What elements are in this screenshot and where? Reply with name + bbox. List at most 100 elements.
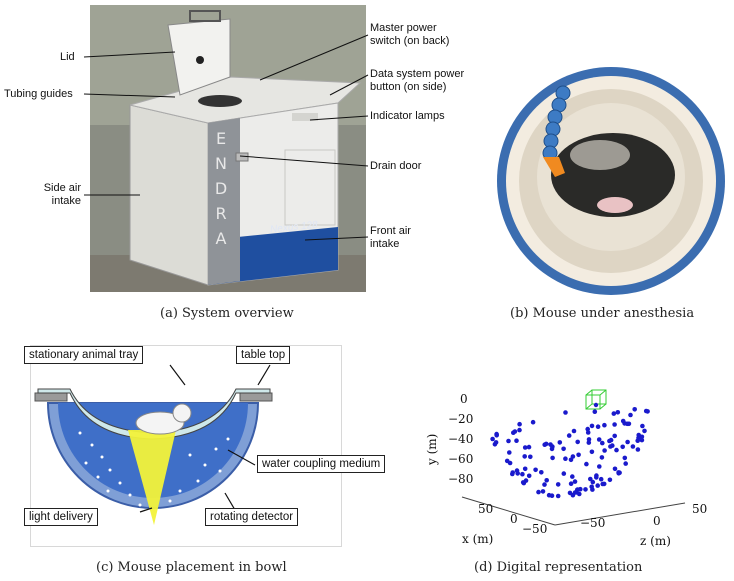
brand-vertical-text: ENDRA xyxy=(214,129,230,248)
data-point xyxy=(575,439,580,445)
data-point xyxy=(612,433,617,439)
data-point xyxy=(576,452,581,458)
data-point xyxy=(590,479,596,485)
data-point xyxy=(539,470,544,475)
y-tick-1: −20 xyxy=(448,412,473,426)
data-point xyxy=(543,441,549,447)
panel-c-leader-lines xyxy=(139,364,271,513)
panel-a-leader-lines xyxy=(83,34,369,241)
data-point xyxy=(568,481,574,486)
label-drain-door: Drain door xyxy=(370,160,422,172)
data-point xyxy=(572,490,578,495)
data-point xyxy=(536,489,541,495)
data-point xyxy=(572,479,578,484)
label-front-air-intake: Front air intake xyxy=(370,225,411,250)
data-point xyxy=(533,467,538,473)
data-point xyxy=(592,409,598,414)
data-point xyxy=(612,466,618,472)
data-point xyxy=(504,458,510,464)
data-point xyxy=(522,445,528,450)
label-stationary-tray: stationary animal tray xyxy=(24,346,144,364)
data-point xyxy=(597,464,602,469)
mouse-anesthesia-photo xyxy=(497,67,725,295)
data-point xyxy=(610,443,615,448)
data-point xyxy=(549,446,555,452)
data-point xyxy=(546,492,552,498)
data-point xyxy=(585,430,591,435)
data-point xyxy=(598,476,604,482)
data-point xyxy=(594,475,599,480)
data-point xyxy=(599,455,605,460)
data-point xyxy=(514,438,519,443)
data-point xyxy=(584,461,589,467)
data-point xyxy=(628,412,633,418)
label-table-top: table top xyxy=(236,346,291,364)
y-tick-3: −60 xyxy=(448,452,473,466)
x-tick-1: 0 xyxy=(510,512,518,526)
data-point xyxy=(555,493,561,499)
data-point xyxy=(520,471,525,477)
data-point xyxy=(602,448,607,453)
data-point xyxy=(540,489,546,494)
data-point xyxy=(515,471,520,476)
x-tick-0: 50 xyxy=(478,502,493,516)
light-source-box xyxy=(585,389,607,410)
data-point xyxy=(557,440,563,445)
data-point xyxy=(585,426,590,432)
data-point xyxy=(563,456,568,461)
bowl-diagram-frame xyxy=(30,345,342,547)
y-tick-2: −40 xyxy=(448,432,473,446)
label-tubing-guides: Tubing guides xyxy=(4,88,73,100)
data-point xyxy=(620,444,625,450)
data-point xyxy=(623,461,628,466)
data-point xyxy=(630,444,636,449)
data-point xyxy=(600,481,605,487)
caption-a: (a) System overview xyxy=(160,306,294,321)
data-point xyxy=(507,450,512,455)
data-point xyxy=(642,428,647,434)
data-point xyxy=(570,454,576,459)
data-point xyxy=(521,480,527,486)
data-point xyxy=(593,402,599,408)
data-point xyxy=(492,442,498,447)
data-point xyxy=(490,436,495,442)
data-point xyxy=(561,446,566,452)
data-point xyxy=(600,440,605,446)
data-point xyxy=(526,444,532,450)
label-side-air-intake: Side air intake xyxy=(43,182,81,207)
data-point xyxy=(563,410,568,415)
x-tick-2: −50 xyxy=(522,522,547,536)
label-indicator-lamps: Indicator lamps xyxy=(370,110,445,122)
data-point xyxy=(622,455,628,461)
data-point xyxy=(583,487,588,492)
data-point xyxy=(607,438,612,444)
data-point xyxy=(571,428,577,434)
caption-d: (d) Digital representation xyxy=(474,560,643,575)
data-point xyxy=(530,419,536,425)
data-point xyxy=(494,431,499,437)
y-axis-label: y (m) xyxy=(425,434,439,466)
z-tick-2: 50 xyxy=(692,502,707,516)
caption-b: (b) Mouse under anesthesia xyxy=(510,306,695,321)
data-point xyxy=(510,470,515,475)
data-point xyxy=(595,483,600,488)
data-point xyxy=(589,449,595,455)
data-point xyxy=(522,454,527,459)
x-axis-label: x (m) xyxy=(462,532,493,546)
data-point xyxy=(517,427,522,433)
data-point xyxy=(566,433,572,438)
data-point xyxy=(640,423,645,429)
data-point xyxy=(542,482,547,487)
data-point xyxy=(626,421,632,427)
bowl-diagram xyxy=(34,388,273,525)
data-point xyxy=(607,477,613,483)
data-point xyxy=(643,408,649,414)
data-point xyxy=(602,422,607,428)
data-point xyxy=(506,438,511,444)
data-point xyxy=(632,407,637,412)
data-point xyxy=(570,474,575,479)
caption-c: (c) Mouse placement in bowl xyxy=(96,560,287,575)
y-tick-4: −80 xyxy=(448,472,473,486)
data-point xyxy=(561,471,567,476)
z-tick-0: −50 xyxy=(580,516,605,530)
